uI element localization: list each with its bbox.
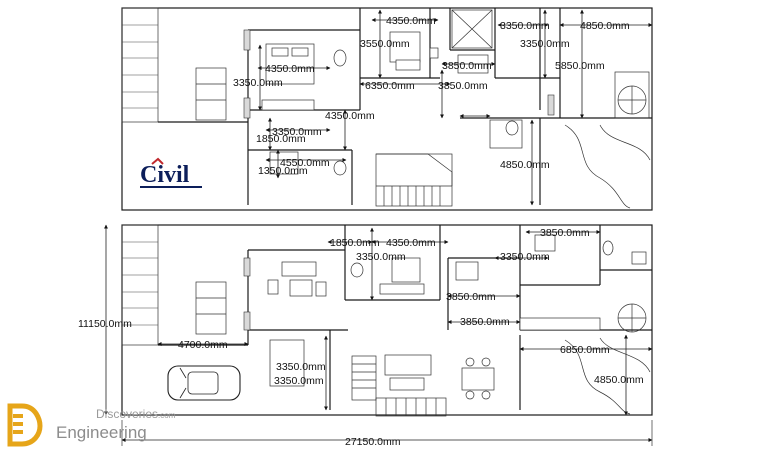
watermark-logo: Discoveries.com Engineering: [7, 403, 176, 447]
lower-main-stair: [351, 355, 447, 417]
upper-left-hatch: [121, 7, 227, 123]
overall-height-label: 11150.0mm: [78, 318, 132, 330]
upper-floor-plan: [121, 7, 653, 211]
dim-label: 3350.0mm: [520, 38, 570, 50]
dim-label: 4550.0mm: [280, 157, 330, 169]
dim-label: 3350.0mm: [500, 20, 550, 32]
dim-label: 1350.0mm: [258, 165, 308, 177]
overall-width-label: 27150.0mm: [345, 436, 401, 448]
dim-label: 1850.0mm: [256, 133, 306, 145]
dim-label: 3350.0mm: [356, 251, 406, 263]
watermark-line2: Engineering: [56, 423, 147, 442]
dim-label: 3350.0mm: [272, 126, 322, 138]
dim-label: 4350.0mm: [386, 15, 436, 27]
dim-label: 3550.0mm: [360, 38, 410, 50]
dim-label: 4350.0mm: [265, 63, 315, 75]
logo-text: Civil: [140, 162, 190, 188]
dim-label: 3850.0mm: [446, 291, 496, 303]
watermark-line1: Discoveries.com: [96, 407, 176, 421]
upper-dimension-labels: 4350.0mm 3350.0mm 4850.0mm 3550.0mm 3350…: [233, 15, 630, 177]
dim-label: 6850.0mm: [560, 344, 610, 356]
dim-label: 1850.0mm: [330, 237, 380, 249]
dim-label: 4850.0mm: [500, 159, 550, 171]
dim-label: 3850.0mm: [460, 316, 510, 328]
car-icon: [167, 365, 241, 401]
upper-dimension-lines: [257, 9, 653, 206]
dim-label: 4700.0mm: [178, 339, 228, 351]
dim-label: 4850.0mm: [594, 374, 644, 386]
dim-label: 6350.0mm: [365, 80, 415, 92]
dim-label: 5850.0mm: [555, 60, 605, 72]
dim-label: 4850.0mm: [580, 20, 630, 32]
civil-logo: Civil: [140, 157, 202, 188]
dim-label: 3850.0mm: [438, 80, 488, 92]
lower-left-hatch: [121, 224, 227, 346]
lower-dimension-lines: [104, 224, 653, 446]
dim-label: 3350.0mm: [233, 77, 283, 89]
lower-dimension-labels: 1850.0mm 4350.0mm 3350.0mm 3850.0mm 3350…: [78, 227, 644, 448]
dim-label: 3350.0mm: [500, 251, 550, 263]
dim-label: 3350.0mm: [276, 361, 326, 373]
dim-label: 4350.0mm: [386, 237, 436, 249]
dim-label: 3850.0mm: [442, 60, 492, 72]
lower-floor-plan: [121, 224, 653, 417]
upper-main-stair: [375, 153, 453, 207]
dim-label: 3350.0mm: [274, 375, 324, 387]
dim-label: 3850.0mm: [540, 227, 590, 239]
dim-label: 4350.0mm: [325, 110, 375, 122]
